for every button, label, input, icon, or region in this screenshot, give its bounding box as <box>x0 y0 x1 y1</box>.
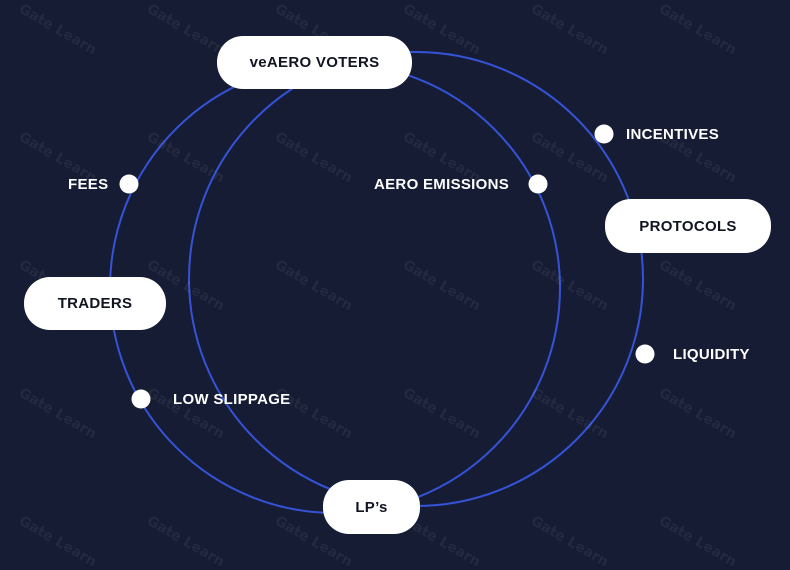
node-traders-label: TRADERS <box>57 295 133 312</box>
node-voters-label: veAERO VOTERS <box>249 54 380 71</box>
flow-low-slippage-label: LOW SLIPPAGE <box>173 391 291 408</box>
fees-dot <box>119 174 139 194</box>
aero-emissions-dot <box>528 174 548 194</box>
liquidity-dot <box>635 344 655 364</box>
node-voters: veAERO VOTERS <box>217 36 412 89</box>
flow-fees-label: FEES <box>68 176 109 193</box>
node-protocols-label: PROTOCOLS <box>639 217 737 235</box>
flow-incentives-label: INCENTIVES <box>626 126 720 143</box>
flow-aero-emissions-label: AERO EMISSIONS <box>374 176 510 193</box>
incentives-dot <box>594 124 614 144</box>
flow-liquidity-label: LIQUIDITY <box>673 346 750 363</box>
node-lps-label: LP’s <box>355 498 388 516</box>
node-traders: TRADERS <box>24 277 166 330</box>
node-protocols: PROTOCOLS <box>605 199 771 253</box>
flywheel-ring-left <box>109 62 561 514</box>
low-slippage-dot <box>131 389 151 409</box>
node-lps: LP’s <box>323 480 420 534</box>
flywheel-ring-right <box>188 51 644 507</box>
